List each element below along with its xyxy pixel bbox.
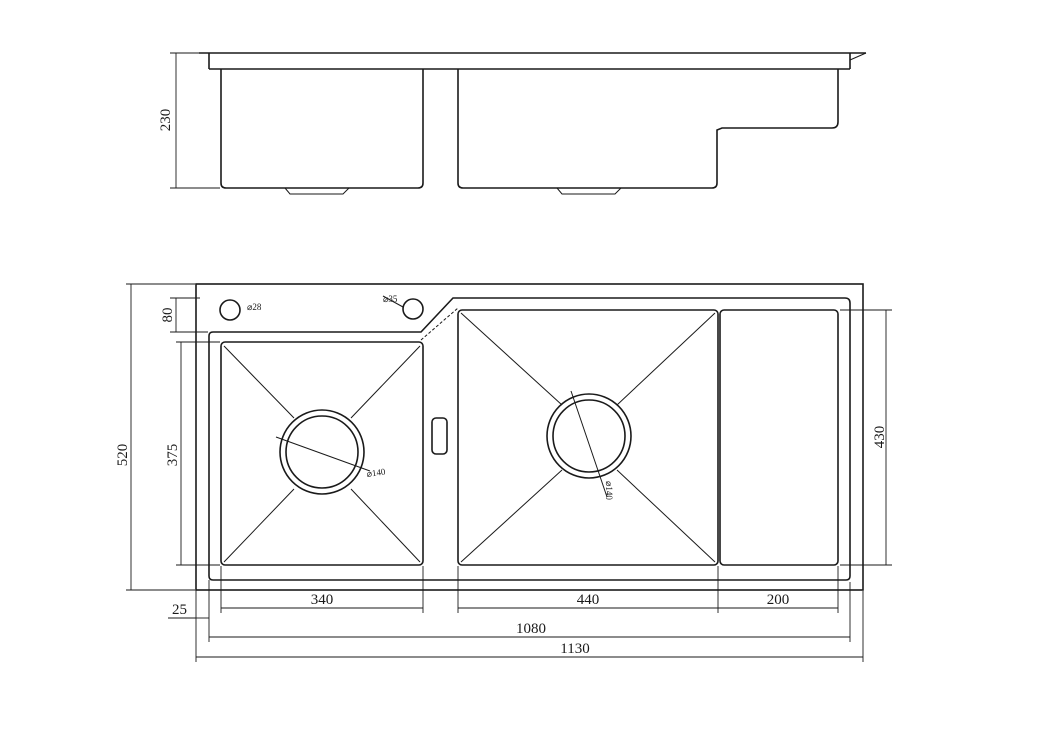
dim-right-bowl-width: 440	[457, 566, 719, 613]
dim-rim-offset: 25	[168, 580, 210, 624]
dim-overall-height-label: 520	[115, 444, 131, 467]
dim-deck-depth-label: 80	[160, 308, 176, 323]
dim-left-bowl-width-label: 340	[311, 592, 334, 608]
dim-drainboard-width: 200	[718, 566, 839, 613]
dim-right-bowl-height: 430	[840, 309, 892, 566]
side-view: 230	[158, 52, 867, 195]
tap-hole-right: ⌀35	[382, 294, 424, 320]
overflow-slot	[431, 417, 448, 455]
dim-deck-depth: 80	[160, 297, 208, 333]
right-bowl	[457, 309, 719, 566]
top-view-dimensions: 80 520 375 430 25	[115, 283, 892, 662]
right-drain: ⌀140	[546, 390, 632, 500]
dim-overall-width: 1130	[195, 591, 864, 662]
drainboard	[719, 309, 839, 566]
side-view-right-drain	[556, 187, 622, 195]
top-view-outer-rim	[195, 283, 864, 591]
dim-right-bowl-height-label: 430	[872, 426, 888, 449]
dim-height-side-label: 230	[158, 109, 174, 132]
top-view-notch-dashed	[420, 307, 459, 341]
dim-drainboard-width-label: 200	[767, 592, 790, 608]
side-view-left-bowl	[220, 69, 424, 189]
dim-overall-width-label: 1130	[560, 641, 589, 657]
tap-hole-right-label: ⌀35	[383, 294, 398, 304]
dim-rim-offset-label: 25	[172, 602, 187, 618]
right-drain-label: ⌀140	[604, 481, 614, 500]
dim-height-side: 230	[158, 52, 220, 189]
left-bowl	[220, 341, 424, 566]
dim-inner-width: 1080	[208, 582, 851, 642]
side-view-rim	[199, 52, 867, 70]
dim-overall-height: 520	[115, 283, 195, 591]
top-view-inner-rim	[208, 297, 851, 581]
left-drain-label: ⌀140	[366, 466, 387, 479]
side-view-right-bowl	[457, 69, 839, 189]
tap-hole-left: ⌀28	[219, 299, 262, 321]
dim-left-bowl-height: 375	[165, 341, 220, 566]
side-view-left-drain	[284, 187, 350, 195]
dim-left-bowl-width: 340	[220, 566, 424, 613]
tap-hole-left-label: ⌀28	[247, 302, 262, 312]
top-view: ⌀28 ⌀35 ⌀140	[195, 283, 864, 591]
dim-right-bowl-width-label: 440	[577, 592, 600, 608]
dim-left-bowl-height-label: 375	[165, 444, 181, 467]
dim-inner-width-label: 1080	[516, 621, 546, 637]
left-drain: ⌀140	[275, 409, 387, 495]
